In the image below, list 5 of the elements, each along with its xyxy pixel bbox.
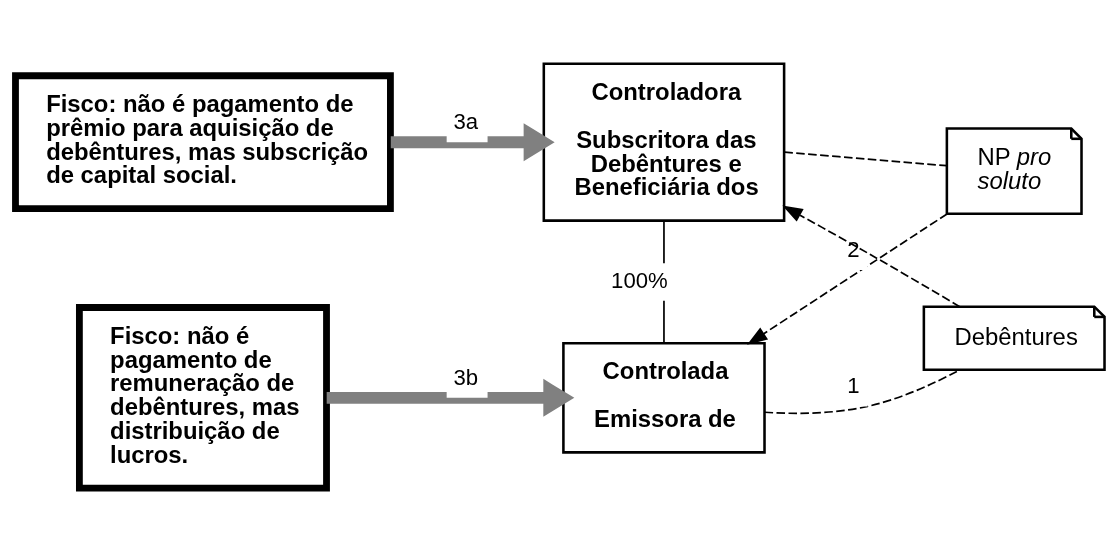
edge-label: 100% (611, 267, 668, 293)
edge-label: 1 (847, 372, 860, 398)
edge-label: 2 (847, 236, 860, 262)
edge-label: 3a (453, 108, 479, 134)
edge-label: 3b (453, 364, 479, 390)
